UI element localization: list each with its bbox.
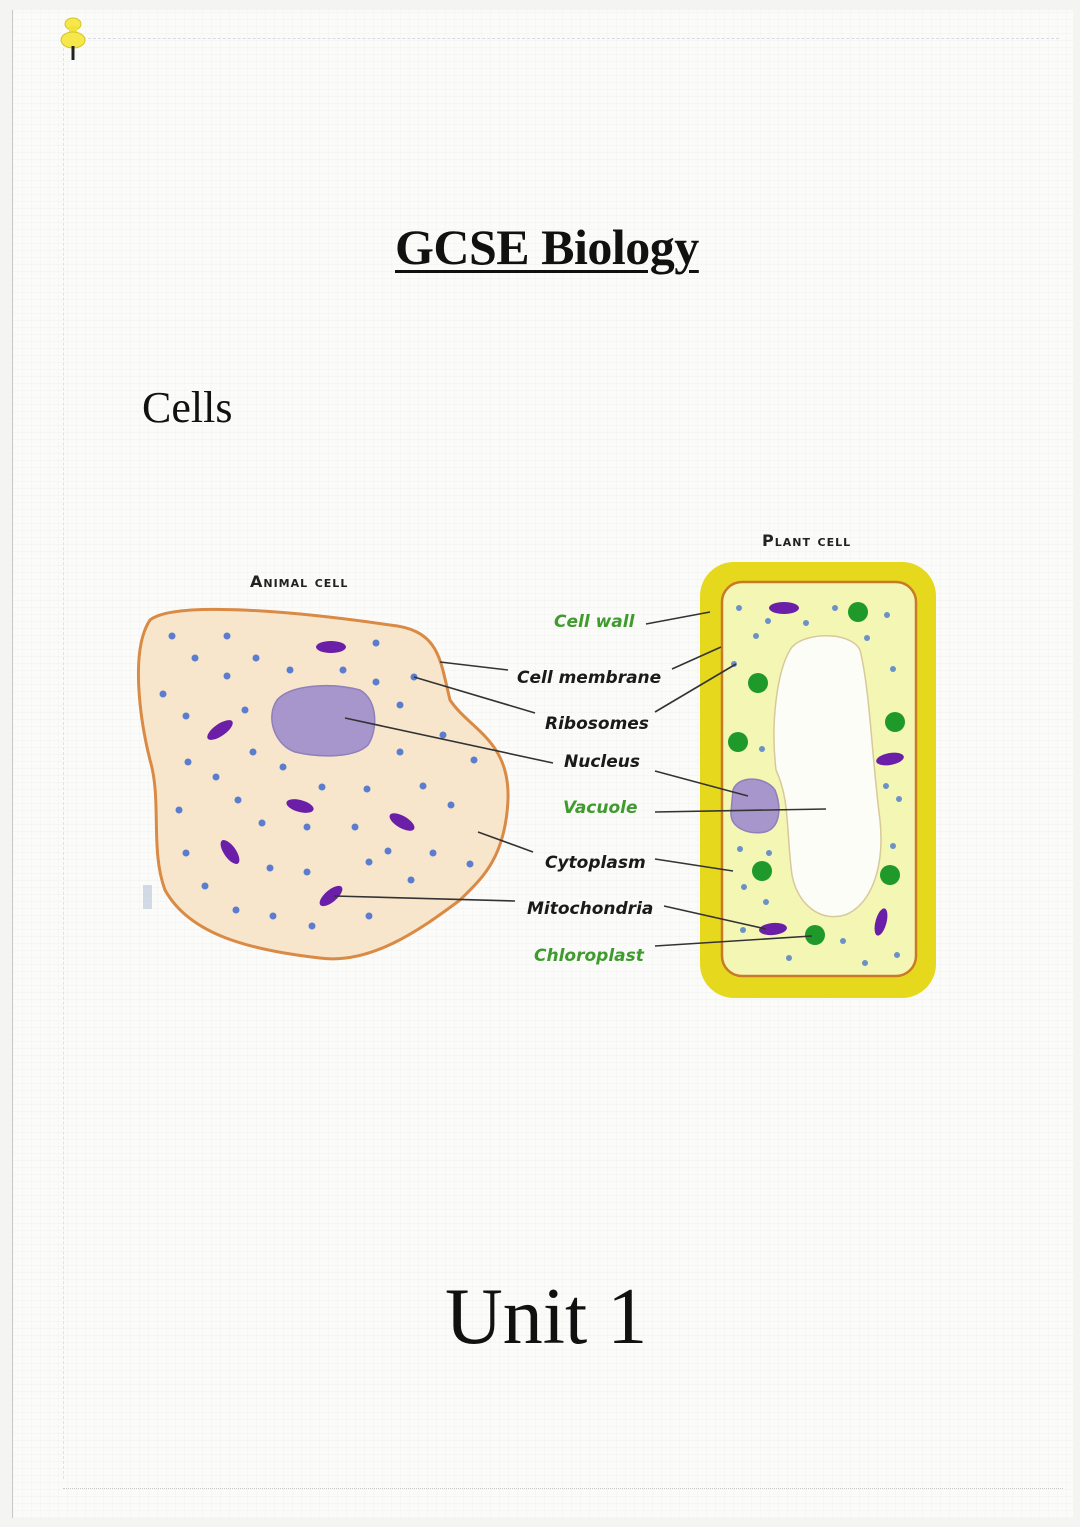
label-cytoplasm: Cytoplasm	[545, 853, 646, 873]
scan-artifact	[143, 885, 152, 909]
pushpin-icon	[60, 17, 86, 60]
label-nucleus: Nucleus	[564, 752, 640, 772]
label-cell-membrane: Cell membrane	[517, 668, 662, 688]
label-chloroplast: Chloroplast	[534, 946, 644, 966]
animal-cell-caption: Animal cell	[250, 572, 349, 591]
label-vacuole: Vacuole	[563, 798, 638, 818]
plant-cell-caption: Plant cell	[762, 531, 852, 550]
label-cell-wall: Cell wall	[554, 612, 635, 632]
document-title: GCSE Biology	[395, 219, 699, 275]
animal-cell	[137, 607, 510, 961]
section-heading: Cells	[142, 383, 233, 432]
page-bottom-edge	[63, 1480, 1063, 1489]
label-mitochondria: Mitochondria	[527, 899, 654, 919]
unit-heading: Unit 1	[445, 1273, 648, 1361]
page-border	[63, 38, 1059, 1479]
label-ribosomes: Ribosomes	[545, 714, 649, 734]
leader-lines	[333, 611, 827, 947]
plant-cell	[700, 562, 936, 998]
